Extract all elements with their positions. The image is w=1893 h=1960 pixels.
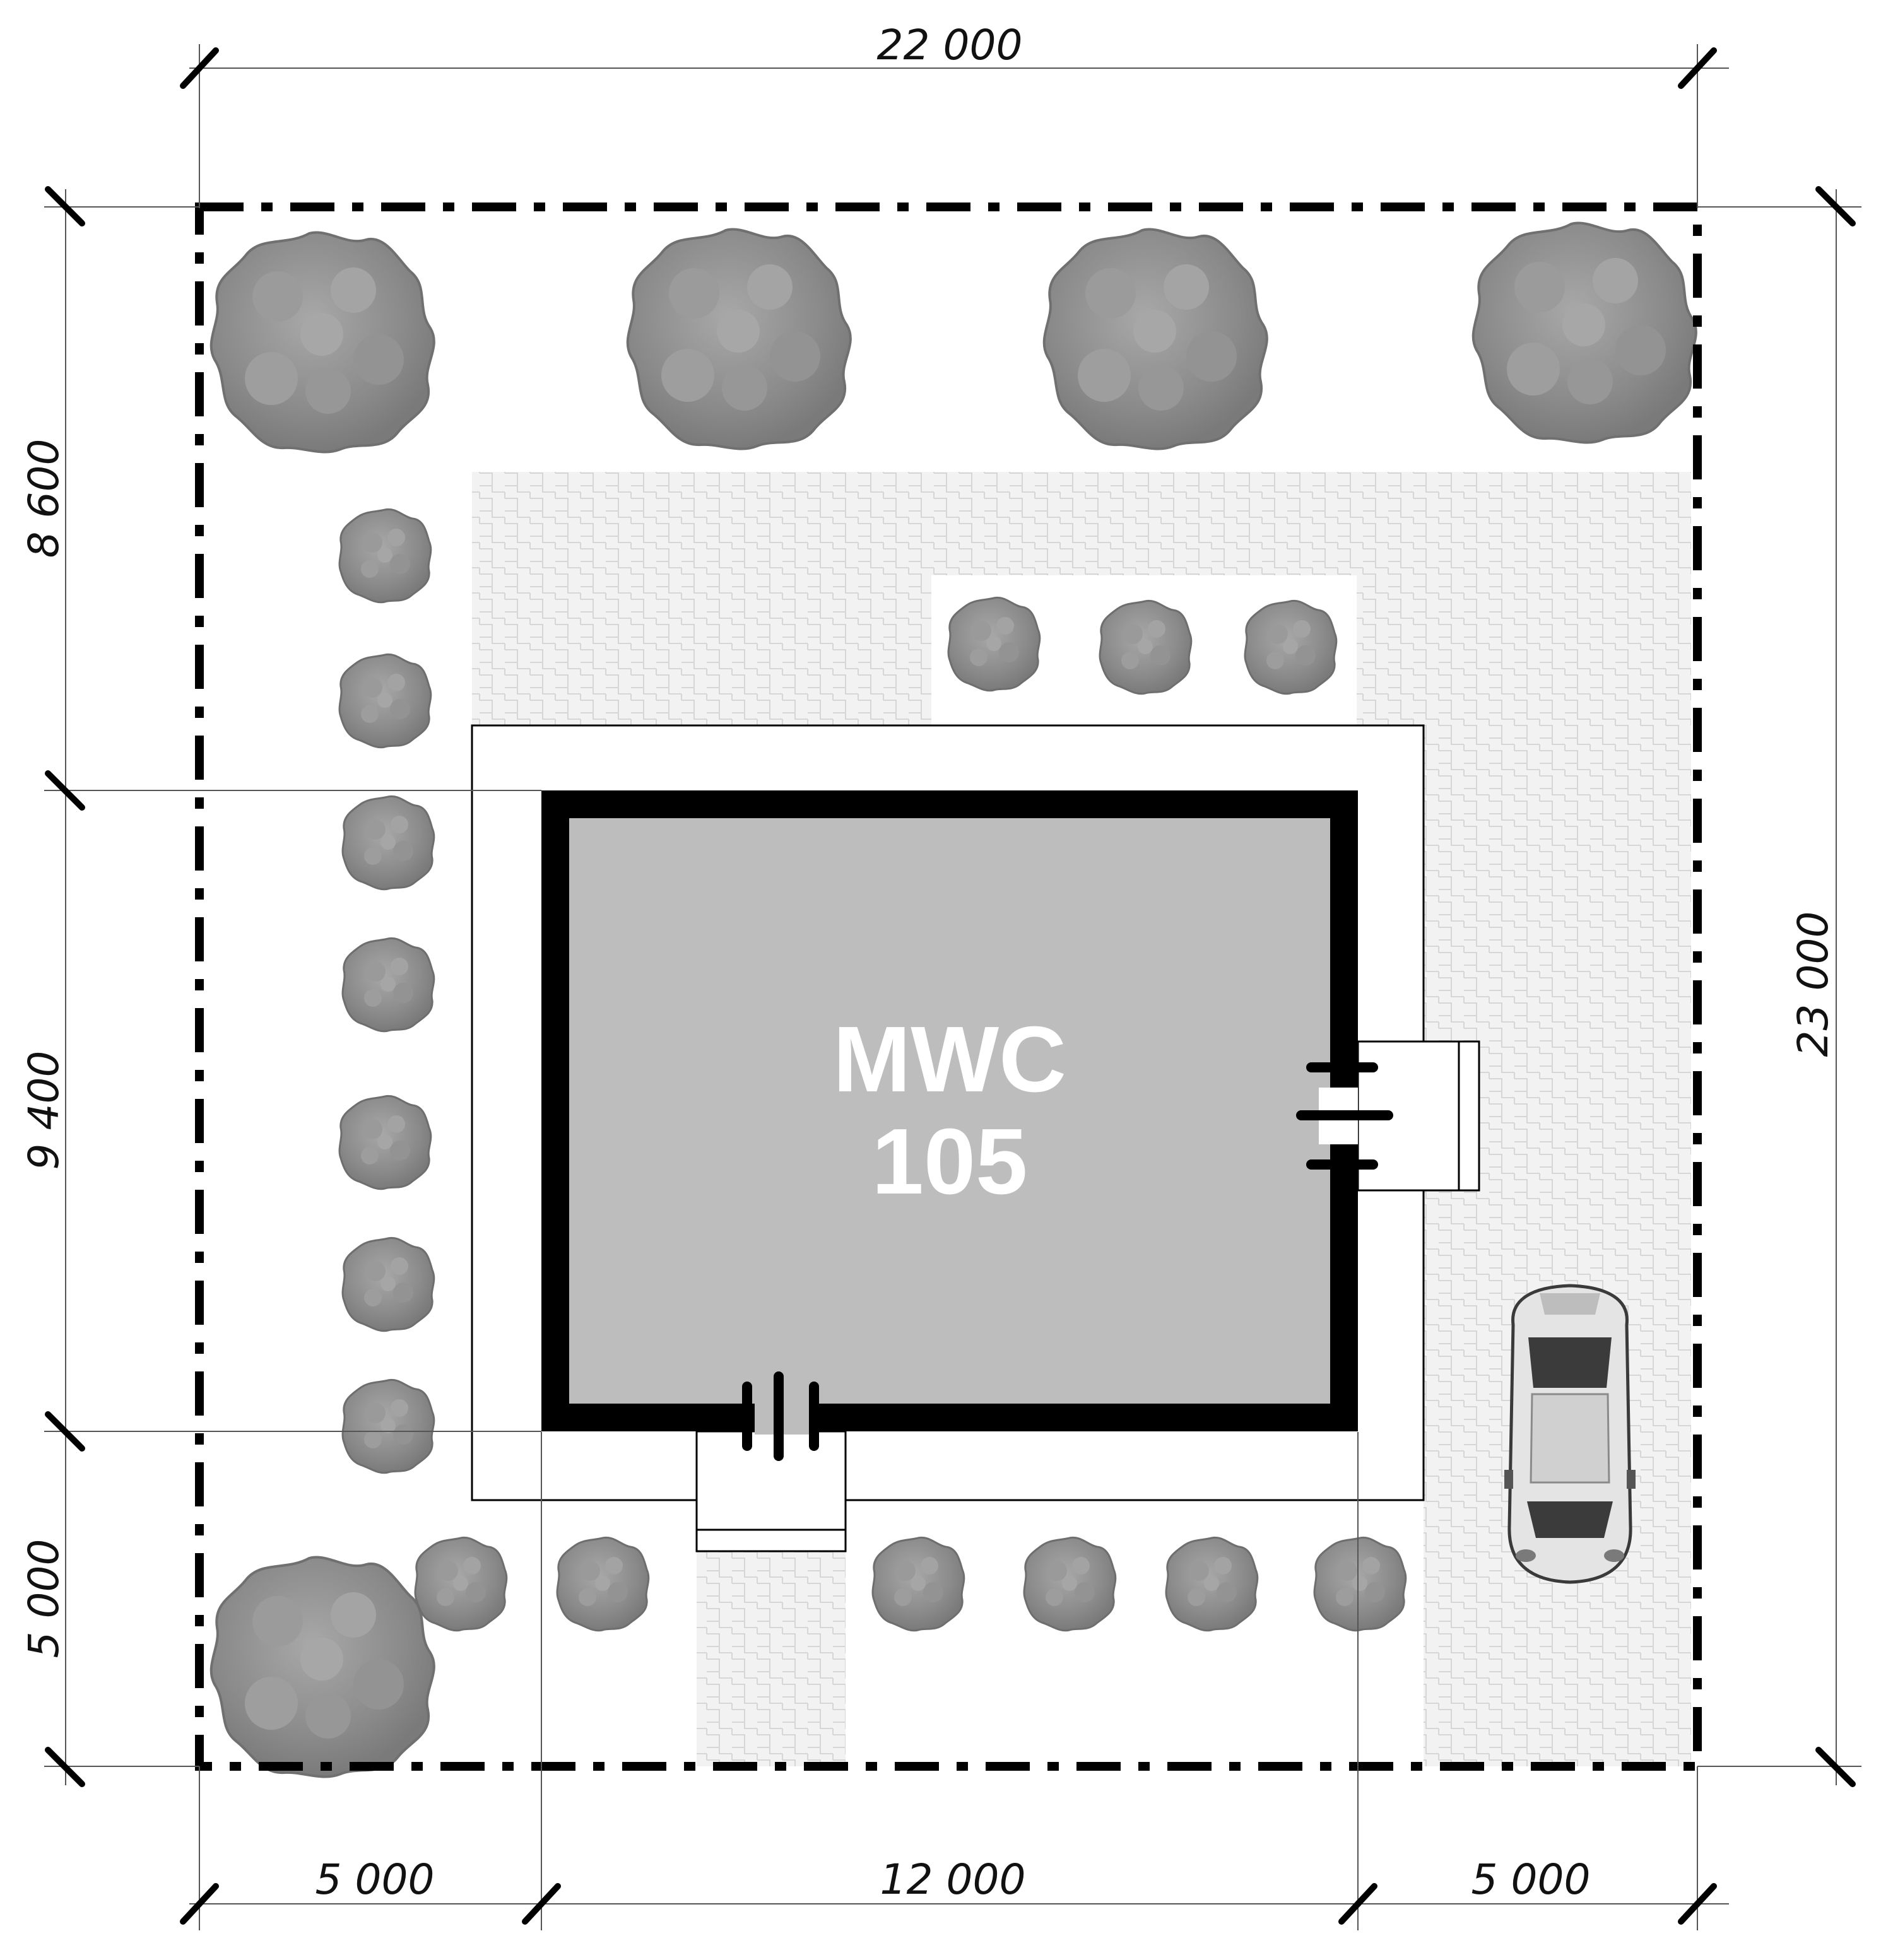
shrub-icon bbox=[338, 653, 432, 749]
dimension-left-bottom: 5 000 bbox=[20, 1539, 68, 1658]
shrub-icon bbox=[871, 1536, 965, 1632]
shrub-icon bbox=[1313, 1536, 1407, 1632]
dimension-labels: 22 000 5 000 12 000 5 000 8 600 9 400 5 … bbox=[20, 21, 1837, 1904]
shrub-icon bbox=[338, 508, 432, 604]
shrub-icon bbox=[1244, 599, 1338, 695]
shrub-icon bbox=[341, 937, 435, 1033]
dimension-ticks bbox=[45, 47, 1856, 1925]
dimension-bottom-right: 5 000 bbox=[1471, 1855, 1591, 1904]
shrub-icon bbox=[1165, 1536, 1259, 1632]
large-tree-icon bbox=[1042, 228, 1268, 450]
dimension-right-total: 23 000 bbox=[1789, 912, 1837, 1057]
shrub-icon bbox=[341, 1378, 435, 1474]
shrub-icon bbox=[341, 795, 435, 891]
dimension-bottom-left: 5 000 bbox=[316, 1855, 435, 1904]
shrub-icon bbox=[947, 596, 1041, 692]
building-label-number: 105 bbox=[872, 1110, 1028, 1214]
shrub-icon bbox=[414, 1536, 508, 1632]
dimension-bottom-middle: 12 000 bbox=[880, 1855, 1026, 1904]
shrub-icon bbox=[1023, 1536, 1117, 1632]
large-tree-icon bbox=[1471, 221, 1697, 444]
building-label-name: MWC bbox=[833, 1007, 1066, 1112]
dimension-left-middle: 9 400 bbox=[20, 1051, 68, 1170]
entrance-south bbox=[695, 1371, 847, 1552]
car-icon bbox=[1504, 1284, 1636, 1584]
dimension-lines bbox=[44, 44, 1861, 1930]
dimension-left-top: 8 600 bbox=[20, 439, 68, 558]
shrub-icon bbox=[1099, 599, 1193, 695]
site-boundary bbox=[195, 202, 1702, 1771]
shrub-icon bbox=[338, 1094, 432, 1190]
building-floor bbox=[569, 818, 1330, 1404]
large-tree-icon bbox=[626, 228, 852, 450]
dimension-top-total: 22 000 bbox=[877, 21, 1023, 69]
entrance-east bbox=[1296, 1040, 1480, 1192]
large-tree-icon bbox=[209, 1556, 435, 1778]
large-tree-icon bbox=[209, 231, 435, 454]
shrub-icon bbox=[556, 1536, 650, 1632]
shrub-icon bbox=[341, 1236, 435, 1332]
